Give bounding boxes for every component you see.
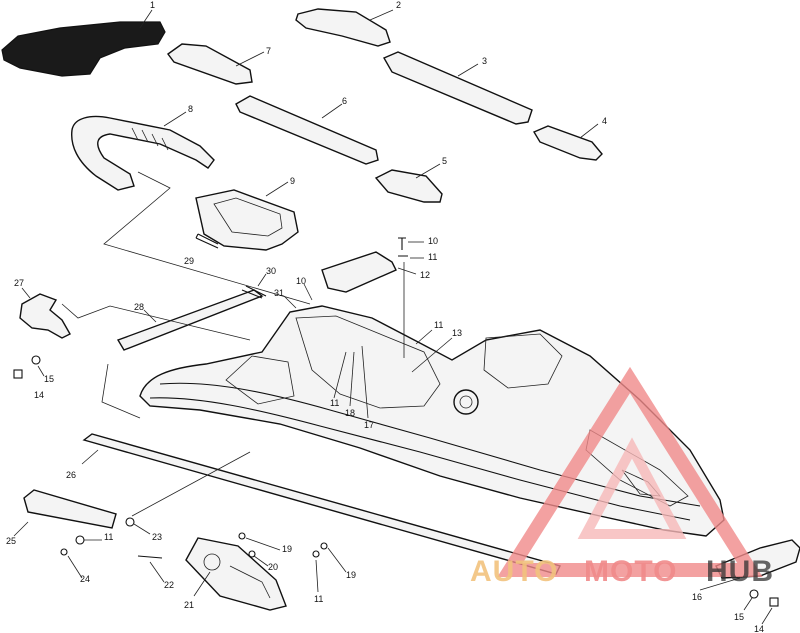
callout-2: 2 xyxy=(396,0,401,10)
callout-19-right: 19 xyxy=(346,570,356,580)
part-28-rail xyxy=(116,289,264,351)
part-10-bolt xyxy=(398,237,408,257)
watermark-triangle-outer xyxy=(497,366,763,577)
callout-26: 26 xyxy=(66,470,76,480)
callout-24: 24 xyxy=(80,574,90,584)
callout-10-mid: 10 xyxy=(296,276,306,286)
watermark-text-2: MOTO xyxy=(584,555,677,588)
part-29-clip xyxy=(195,233,219,249)
part-2-pad xyxy=(295,8,391,47)
callout-11-low: 11 xyxy=(104,532,113,542)
part-25-plate xyxy=(23,489,117,529)
callout-21: 21 xyxy=(184,600,194,610)
watermark-triangle-inner xyxy=(577,437,687,539)
hull-body xyxy=(139,305,725,537)
watermark-text-3: HUB xyxy=(706,555,774,588)
callout-8: 8 xyxy=(188,104,193,114)
callout-11-top: 11 xyxy=(428,252,437,262)
callout-31: 31 xyxy=(274,288,284,298)
callout-7: 7 xyxy=(266,46,271,56)
callout-15-left: 15 xyxy=(44,374,54,384)
part-30-fitting xyxy=(241,285,267,299)
part-8-handle xyxy=(71,115,215,191)
callout-30: 30 xyxy=(266,266,276,276)
callout-23: 23 xyxy=(152,532,162,542)
callout-5: 5 xyxy=(442,156,447,166)
callout-27: 27 xyxy=(14,278,24,288)
part-1-mat xyxy=(1,21,166,77)
callout-6: 6 xyxy=(342,96,347,106)
callout-12: 12 xyxy=(420,270,430,280)
callout-9: 9 xyxy=(290,176,295,186)
part-6-pad xyxy=(235,95,379,165)
part-27-bracket xyxy=(19,293,71,339)
watermark-text-1: AUTO xyxy=(470,555,558,588)
callout-3: 3 xyxy=(482,56,487,66)
part-3-pad xyxy=(383,51,533,125)
part-4-pad xyxy=(532,125,603,161)
callout-25: 25 xyxy=(6,536,16,546)
watermark-logo: AUTO MOTO HUB xyxy=(470,366,774,588)
callout-11-right: 11 xyxy=(434,320,443,330)
callout-4: 4 xyxy=(602,116,607,126)
hull-port-circle xyxy=(453,389,479,415)
callout-14-right: 14 xyxy=(754,624,764,633)
callout-14-left: 14 xyxy=(34,390,44,400)
callout-20: 20 xyxy=(268,562,278,572)
part-5-pad xyxy=(374,169,443,203)
callout-11-mid: 11 xyxy=(330,398,339,408)
part-21-grille xyxy=(185,537,287,611)
callout-19-left: 19 xyxy=(282,544,292,554)
callout-11-bottom: 11 xyxy=(314,594,323,604)
callout-16: 16 xyxy=(692,592,702,602)
callout-15-right: 15 xyxy=(734,612,744,622)
callout-10-top: 10 xyxy=(428,236,438,246)
callout-29: 29 xyxy=(184,256,194,266)
callout-labels: 1 2 3 4 5 6 7 8 9 10 11 12 30 10 31 29 2… xyxy=(6,0,773,633)
callout-17: 17 xyxy=(364,420,374,430)
callout-18: 18 xyxy=(345,408,355,418)
part-12-bracket xyxy=(321,251,397,293)
part-9-tray xyxy=(195,189,299,251)
part-7-pad xyxy=(167,43,253,85)
callout-28: 28 xyxy=(134,302,144,312)
callout-22: 22 xyxy=(164,580,174,590)
callout-13: 13 xyxy=(452,328,462,338)
callout-1: 1 xyxy=(150,0,155,10)
